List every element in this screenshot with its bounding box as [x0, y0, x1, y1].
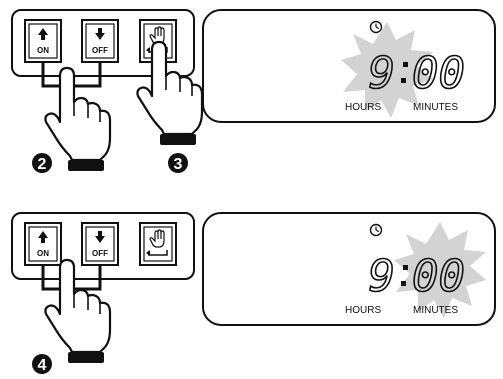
off-button-2[interactable]: OFF: [82, 223, 118, 265]
off-label: OFF: [92, 249, 108, 258]
on-button-2[interactable]: ON: [25, 223, 61, 265]
on-label: ON: [37, 249, 49, 258]
hours-label: HOURS: [345, 102, 381, 113]
enter-button-2[interactable]: [140, 223, 176, 265]
off-label: OFF: [92, 46, 108, 55]
step-marker-2: 2: [32, 153, 52, 173]
minutes-digits: 00: [412, 251, 465, 302]
svg-text:2: 2: [38, 156, 47, 173]
clock-icon: [371, 225, 382, 236]
off-button-1[interactable]: OFF: [82, 20, 118, 62]
hours-digit: 9: [369, 48, 396, 99]
step-marker-3: 3: [168, 153, 188, 173]
hours-label: HOURS: [345, 305, 381, 316]
svg-text:3: 3: [174, 156, 183, 173]
on-label: ON: [37, 46, 49, 55]
panel-2: ON OFF 4 9 00 HOURS MINUTES: [12, 213, 495, 374]
hours-digit: 9: [369, 251, 396, 302]
clock-icon: [371, 22, 382, 33]
minutes-digits: 00: [412, 48, 465, 99]
svg-text:4: 4: [38, 357, 47, 374]
minutes-label: MINUTES: [413, 102, 458, 113]
on-button-1[interactable]: ON: [25, 20, 61, 62]
minutes-label: MINUTES: [413, 305, 458, 316]
panel-1: ON OFF 2 3: [12, 10, 495, 173]
step-marker-4: 4: [32, 354, 52, 374]
